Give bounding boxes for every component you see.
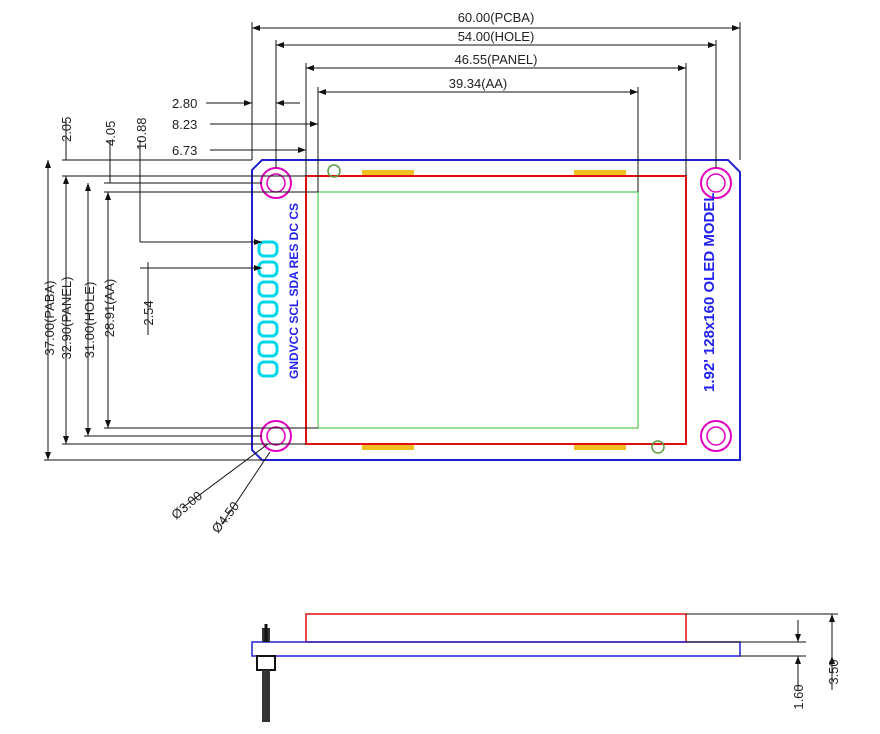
left-dimension-lines bbox=[44, 120, 318, 461]
dim-offset-b: 8.23 bbox=[172, 117, 197, 132]
pin-labels-silk: GNDVCC SCL SDA RES DC CS bbox=[287, 203, 301, 379]
dim-pad-diameter: Ø4.50 bbox=[209, 499, 243, 536]
dim-offset-v1: 2.05 bbox=[59, 117, 74, 142]
dim-pcba-height: 37.00(PABA) bbox=[42, 281, 57, 356]
dim-offset-c: 6.73 bbox=[172, 143, 197, 158]
active-area bbox=[317, 191, 639, 429]
side-dimension-lines bbox=[686, 613, 838, 690]
fiducial-top bbox=[327, 164, 341, 178]
side-panel bbox=[305, 613, 687, 643]
hole-leaders bbox=[181, 443, 271, 525]
dim-offset-a: 2.80 bbox=[172, 96, 197, 111]
dim-total-thickness: 3.50 bbox=[826, 659, 841, 684]
pcb-board bbox=[251, 159, 741, 461]
dim-pcb-thickness: 1.60 bbox=[791, 684, 806, 709]
mount-hole-br bbox=[700, 420, 732, 452]
top-arrowheads bbox=[244, 25, 740, 153]
mount-hole-tl bbox=[260, 167, 292, 199]
dim-aa-width: 39.34(AA) bbox=[449, 76, 508, 91]
panel-outline bbox=[305, 175, 687, 445]
dim-pcba-width: 60.00(PCBA) bbox=[458, 10, 535, 25]
mount-hole-bl bbox=[260, 420, 292, 452]
side-view bbox=[251, 613, 741, 722]
dim-hole-diameter: Ø3.00 bbox=[168, 488, 205, 522]
dim-offset-v3: 10.88 bbox=[134, 117, 149, 150]
dim-hole-pitch-x: 54.00(HOLE) bbox=[458, 29, 535, 44]
dim-panel-height: 32.90(PANEL) bbox=[59, 277, 74, 360]
side-pcb bbox=[251, 641, 741, 657]
pin-shaft-bottom bbox=[262, 670, 270, 722]
fiducial-bottom bbox=[651, 440, 665, 454]
pin-body bbox=[256, 655, 276, 671]
fpc-tabs bbox=[362, 170, 626, 450]
header-pins bbox=[257, 240, 279, 378]
dim-aa-height: 28.91(AA) bbox=[102, 279, 117, 338]
top-dimension-lines bbox=[206, 22, 741, 192]
left-arrowheads bbox=[45, 160, 262, 460]
dim-pin-pitch: 2.54 bbox=[141, 300, 156, 325]
dim-hole-pitch-y: 31.00(HOLE) bbox=[82, 282, 97, 359]
model-label-silk: 1.92' 128x160 OLED MODEL bbox=[701, 193, 718, 393]
dim-panel-width: 46.55(PANEL) bbox=[455, 52, 538, 67]
side-arrowheads bbox=[795, 614, 835, 664]
dim-offset-v2: 4.05 bbox=[103, 121, 118, 146]
